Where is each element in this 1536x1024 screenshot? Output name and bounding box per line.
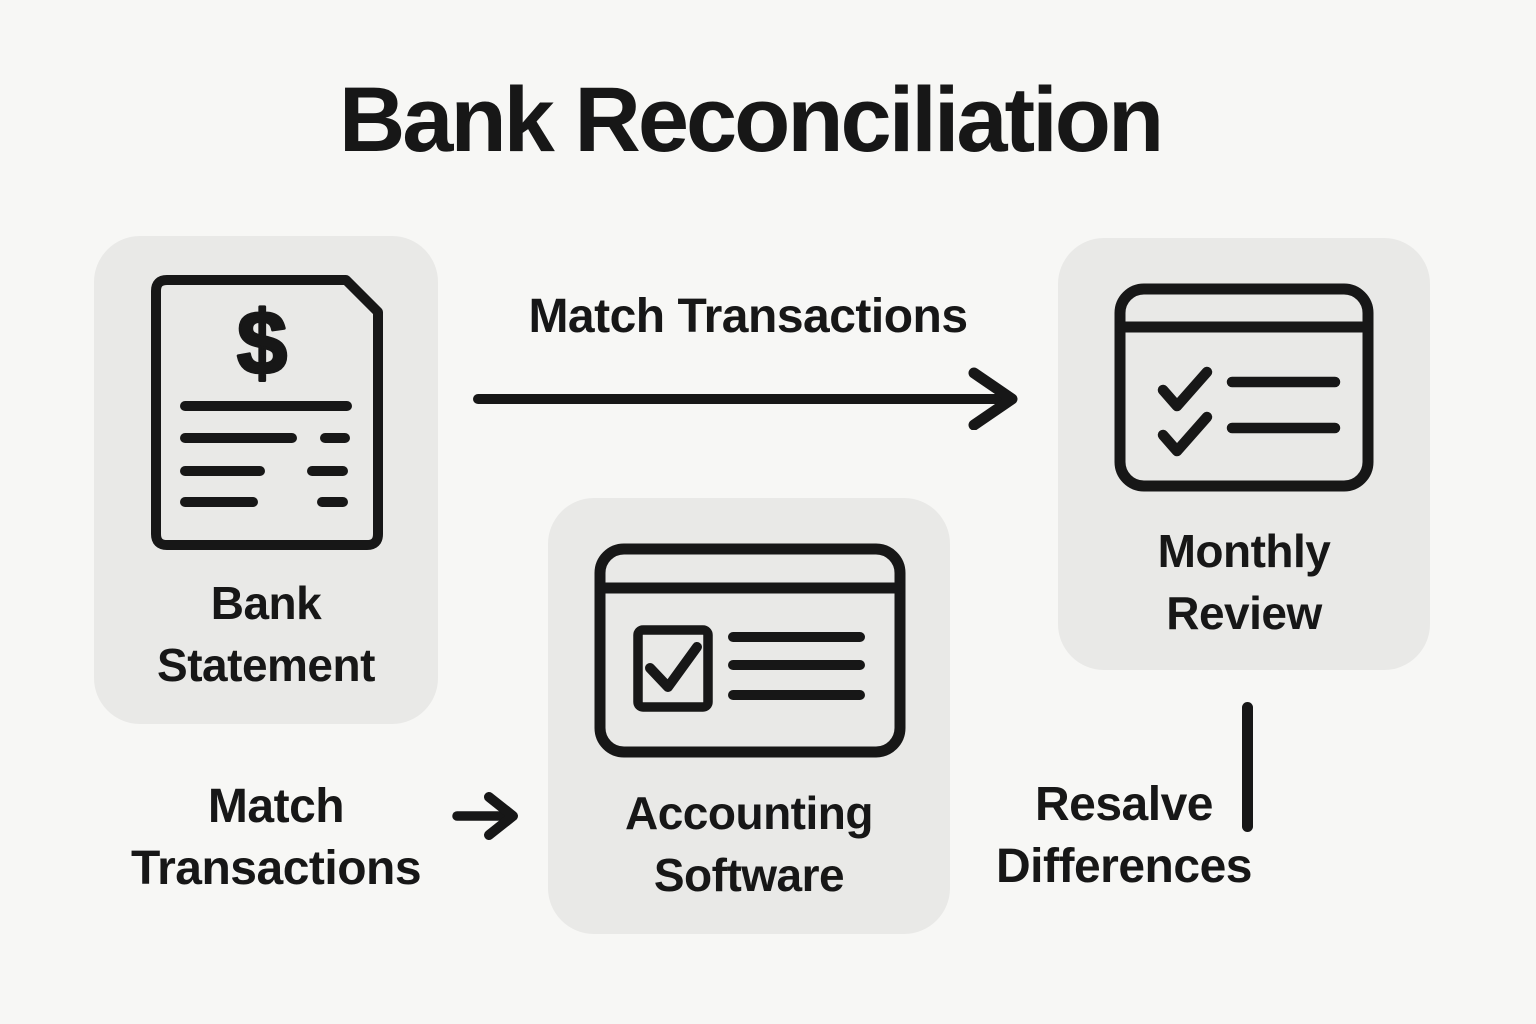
short-right-arrow-icon <box>452 792 518 840</box>
edge-label-match-transactions-top: Match Transactions <box>528 290 968 343</box>
label-line: Statement <box>157 639 375 691</box>
right-arrow-icon <box>473 367 1018 430</box>
label-line: Review <box>1166 587 1322 639</box>
label-line: Bank <box>210 577 322 629</box>
node-label-accounting-software: Accounting Software <box>548 782 950 906</box>
label-line: Resalve <box>1035 778 1213 831</box>
label-line: Accounting <box>625 787 873 839</box>
label-line: Monthly <box>1157 525 1331 577</box>
label-line: Transactions <box>130 842 422 895</box>
node-label-bank-statement: Bank Statement <box>94 572 438 696</box>
bank-statement-document-icon: $ <box>151 275 383 550</box>
label-line: Software <box>653 849 845 901</box>
label-line: Differences <box>996 840 1252 893</box>
node-label-monthly-review: Monthly Review <box>1058 520 1430 644</box>
edge-label-match-transactions-bottom: Match Transactions <box>96 776 456 900</box>
node-accounting-software: Accounting Software <box>548 498 950 934</box>
accounting-software-window-icon <box>594 543 906 758</box>
label-line: Match <box>207 780 345 833</box>
vertical-connector-line <box>1242 702 1253 832</box>
dollar-glyph: $ <box>237 294 287 394</box>
node-bank-statement: $ Bank Statement <box>94 236 438 724</box>
node-monthly-review: Monthly Review <box>1058 238 1430 670</box>
edge-label-resolve-differences: Resalve Differences <box>964 774 1284 898</box>
page-title: Bank Reconciliation <box>338 69 1164 171</box>
monthly-review-checklist-icon <box>1114 283 1374 492</box>
